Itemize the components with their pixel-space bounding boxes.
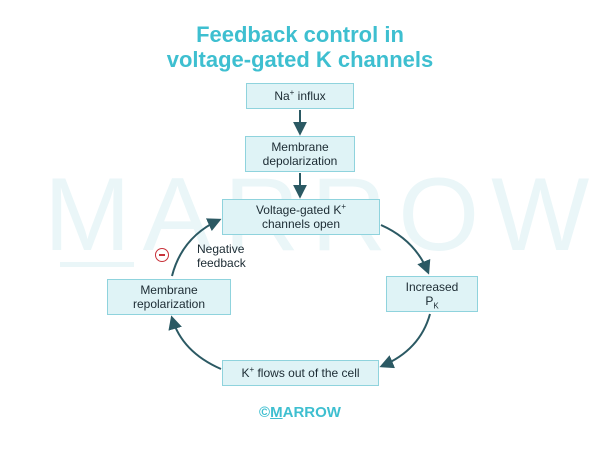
watermark-underline bbox=[60, 262, 134, 267]
diagram-title-line2: voltage-gated K channels bbox=[166, 47, 434, 72]
node-voltage-gated-k-open: Voltage-gated K+ channels open bbox=[222, 199, 380, 235]
minus-circle-icon bbox=[155, 248, 169, 262]
arrow-repolarization-to-vgk bbox=[171, 218, 222, 277]
node-increased-pk: Increased PK bbox=[386, 276, 478, 312]
node-na-influx-label: Na+ influx bbox=[274, 88, 326, 104]
arrow-increased-pk-to-k-flows-out bbox=[379, 313, 431, 369]
footer-brand-rest: ARROW bbox=[282, 404, 341, 421]
node-repolarization-line1: Membrane bbox=[140, 283, 198, 297]
arrow-k-flows-out-to-repolarization bbox=[168, 315, 222, 370]
negative-feedback-label: Negative feedback bbox=[197, 242, 246, 270]
arrow-vgk-to-increased-pk bbox=[380, 224, 431, 275]
node-depolarization-line2: depolarization bbox=[262, 154, 338, 168]
footer-brand-initial: M bbox=[270, 404, 283, 421]
node-depolarization-line1: Membrane bbox=[271, 140, 329, 154]
diagram-title-line1: Feedback control in bbox=[196, 22, 404, 47]
footer-brand: ©MARROW bbox=[0, 404, 600, 421]
node-repolarization-line2: repolarization bbox=[132, 297, 206, 311]
node-membrane-repolarization: Membrane repolarization bbox=[107, 279, 231, 315]
negative-feedback-line1: Negative bbox=[197, 242, 245, 256]
copyright-symbol: © bbox=[259, 404, 271, 421]
node-vgk-line2: channels open bbox=[261, 217, 341, 231]
node-increased-pk-line1: Increased bbox=[405, 280, 459, 294]
node-vgk-line1: Voltage-gated K+ bbox=[255, 202, 347, 218]
node-increased-pk-line2: PK bbox=[425, 294, 439, 311]
node-k-flows-out-label: K+ flows out of the cell bbox=[241, 365, 360, 381]
node-k-flows-out: K+ flows out of the cell bbox=[222, 360, 379, 386]
node-na-influx: Na+ influx bbox=[246, 83, 354, 109]
negative-feedback-line2: feedback bbox=[197, 256, 246, 270]
node-membrane-depolarization: Membrane depolarization bbox=[245, 136, 355, 172]
